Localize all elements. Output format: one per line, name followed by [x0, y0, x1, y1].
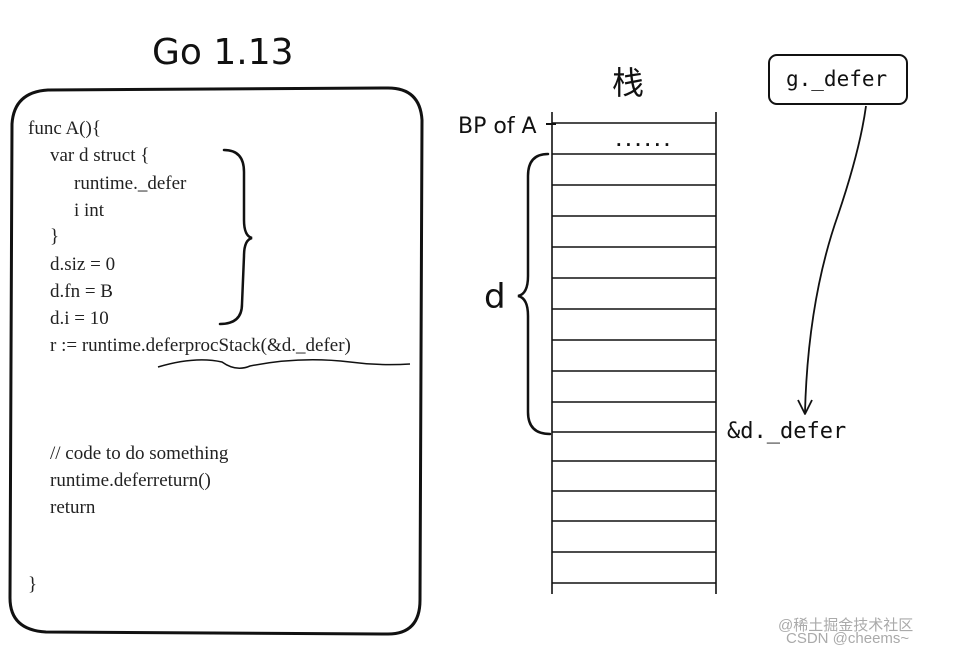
code-line: runtime._defer — [74, 173, 187, 194]
g-defer-box — [768, 54, 908, 105]
stack-title: 栈 — [612, 64, 644, 102]
code-line: var d struct { — [50, 145, 149, 166]
g-defer-label: g._defer — [786, 67, 887, 91]
code-line: runtime.deferreturn() — [50, 470, 211, 491]
diagram-title: Go 1.13 — [152, 32, 294, 73]
bp-of-a-label: BP of A — [458, 114, 537, 139]
code-line: d.siz = 0 — [50, 254, 115, 275]
code-line: i int — [74, 200, 105, 221]
struct-brace — [218, 148, 253, 326]
code-line: d.fn = B — [50, 281, 113, 302]
code-line: } — [28, 574, 37, 595]
d-label: d — [484, 277, 506, 317]
arrowhead-icon — [797, 399, 813, 415]
code-line: func A(){ — [28, 118, 101, 139]
code-box — [8, 86, 424, 636]
watermark-line1: @稀土掘金技术社区 — [778, 617, 913, 634]
wavy-underline — [157, 359, 411, 369]
code-line: r := runtime.deferprocStack(&d._defer) — [50, 335, 351, 356]
g-defer-arrow — [804, 105, 867, 413]
stack-top-cell: ...... — [614, 131, 672, 150]
code-line: return — [50, 497, 96, 518]
code-line: d.i = 10 — [50, 308, 109, 329]
watermark-line2: CSDN @cheems~ — [786, 630, 909, 647]
code-line: // code to do something — [50, 443, 229, 464]
stack-column — [551, 112, 717, 594]
code-line: } — [50, 226, 59, 247]
defer-address-label: &d._defer — [727, 419, 846, 444]
d-brace — [517, 152, 552, 436]
